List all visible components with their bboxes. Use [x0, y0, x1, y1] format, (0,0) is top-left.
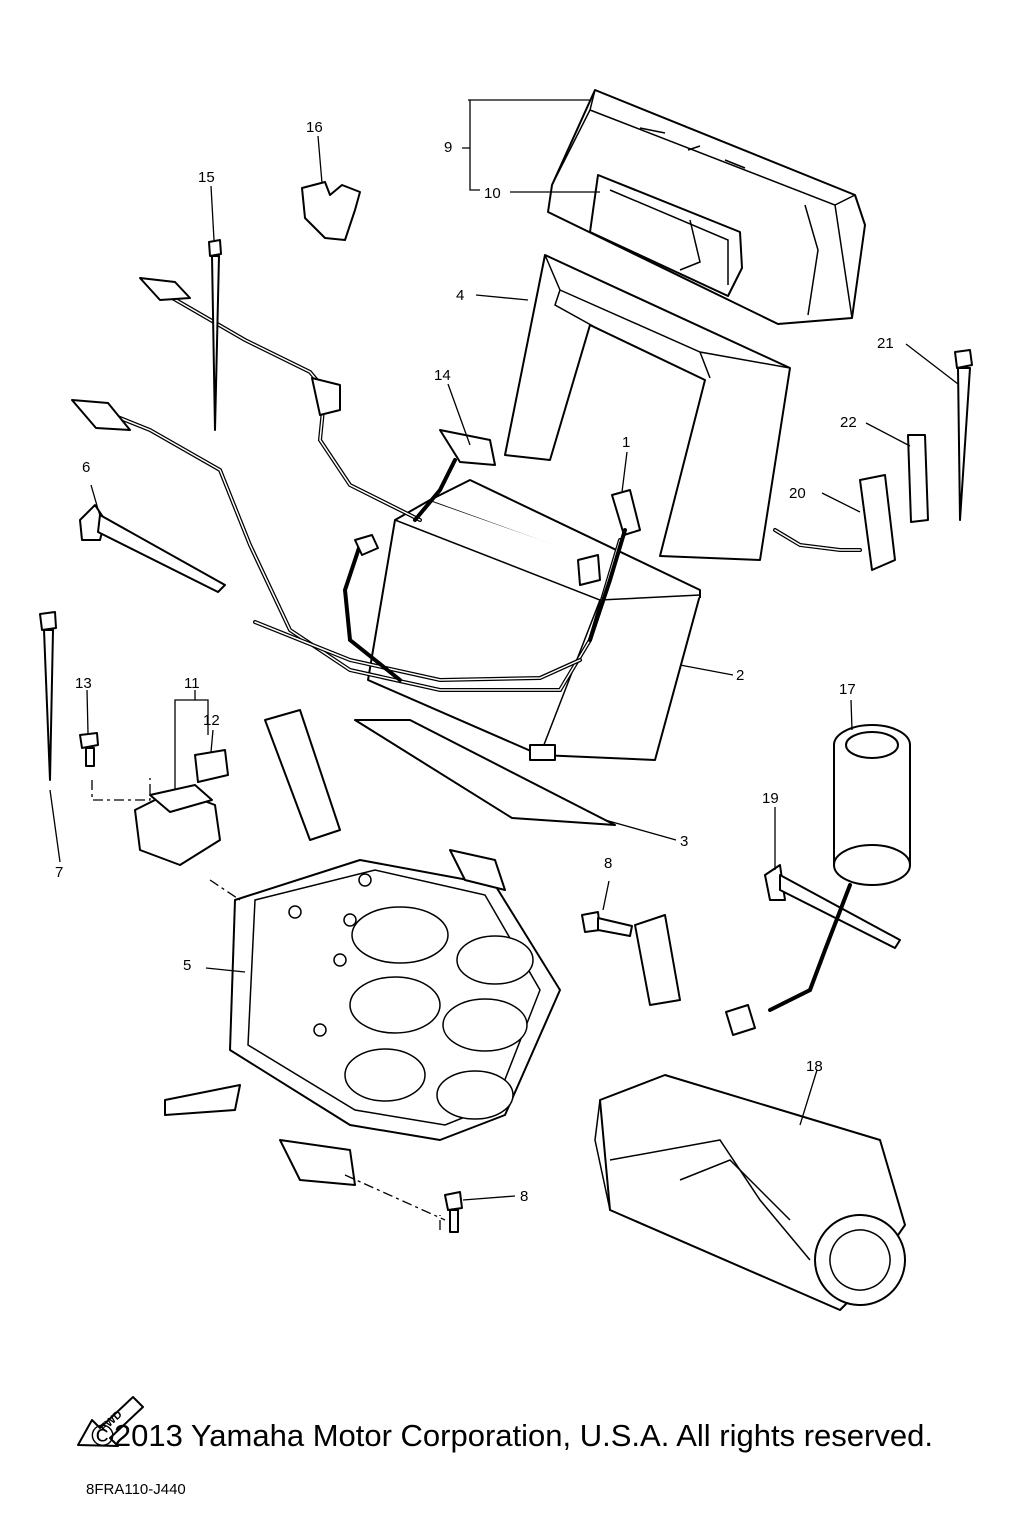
callout-10: 10	[484, 185, 501, 202]
callout-13: 13	[75, 675, 92, 692]
bolt-13	[79, 732, 99, 767]
callout-5: 5	[183, 957, 191, 974]
callout-22: 22	[840, 414, 857, 431]
wire-clamp	[301, 181, 361, 241]
callout-8-lower: 8	[520, 1188, 528, 1205]
leader-lines	[49, 99, 959, 1201]
assembly-line-relay	[91, 778, 151, 801]
callout-4: 4	[456, 287, 464, 304]
callout-12: 12	[203, 712, 220, 729]
callout-20: 20	[789, 485, 806, 502]
callout-14: 14	[434, 367, 451, 384]
battery-pad	[354, 719, 616, 826]
copyright-notice: ©2013 Yamaha Motor Corporation, U.S.A. A…	[91, 1418, 933, 1453]
battery-bracket	[164, 709, 681, 1186]
callout-19: 19	[762, 790, 779, 807]
callout-1: 1	[622, 434, 630, 451]
callout-21: 21	[877, 335, 894, 352]
terminal-bolt	[588, 489, 641, 642]
heat-protector	[594, 1074, 906, 1311]
callouts: 1 2 3 4 5 6 7 8 8 9 10 11 12 13 14 15 16…	[55, 119, 894, 1205]
callout-2: 2	[736, 667, 744, 684]
pad-22	[907, 434, 929, 523]
callout-9: 9	[444, 139, 452, 156]
callout-3: 3	[680, 833, 688, 850]
accessory-socket	[725, 724, 911, 1036]
callout-16: 16	[306, 119, 323, 136]
cable-tie-21	[954, 349, 973, 521]
battery-case	[504, 254, 791, 561]
sensor	[773, 474, 896, 571]
callout-11: 11	[184, 675, 200, 692]
cable-tie-6	[79, 504, 226, 593]
callout-15: 15	[198, 169, 215, 186]
starter-relay	[134, 784, 221, 866]
cable-tie-7	[39, 611, 57, 781]
fuse	[194, 749, 229, 783]
battery	[367, 479, 701, 761]
cable-tie-15	[208, 239, 222, 431]
drawing-code: 8FRA110-J440	[86, 1481, 186, 1498]
callout-17: 17	[839, 681, 856, 698]
callout-6: 6	[82, 459, 90, 476]
bolt-8-upper	[581, 911, 633, 937]
battery-cover	[547, 89, 866, 325]
bolt-8-lower	[444, 1191, 463, 1233]
battery-cables	[71, 277, 622, 692]
callout-18: 18	[806, 1058, 823, 1075]
callout-7: 7	[55, 864, 63, 881]
assembly-line-bracket-lower	[344, 1174, 446, 1221]
callout-8-upper: 8	[604, 855, 612, 872]
assembly-line-bracket-upper	[209, 879, 241, 901]
